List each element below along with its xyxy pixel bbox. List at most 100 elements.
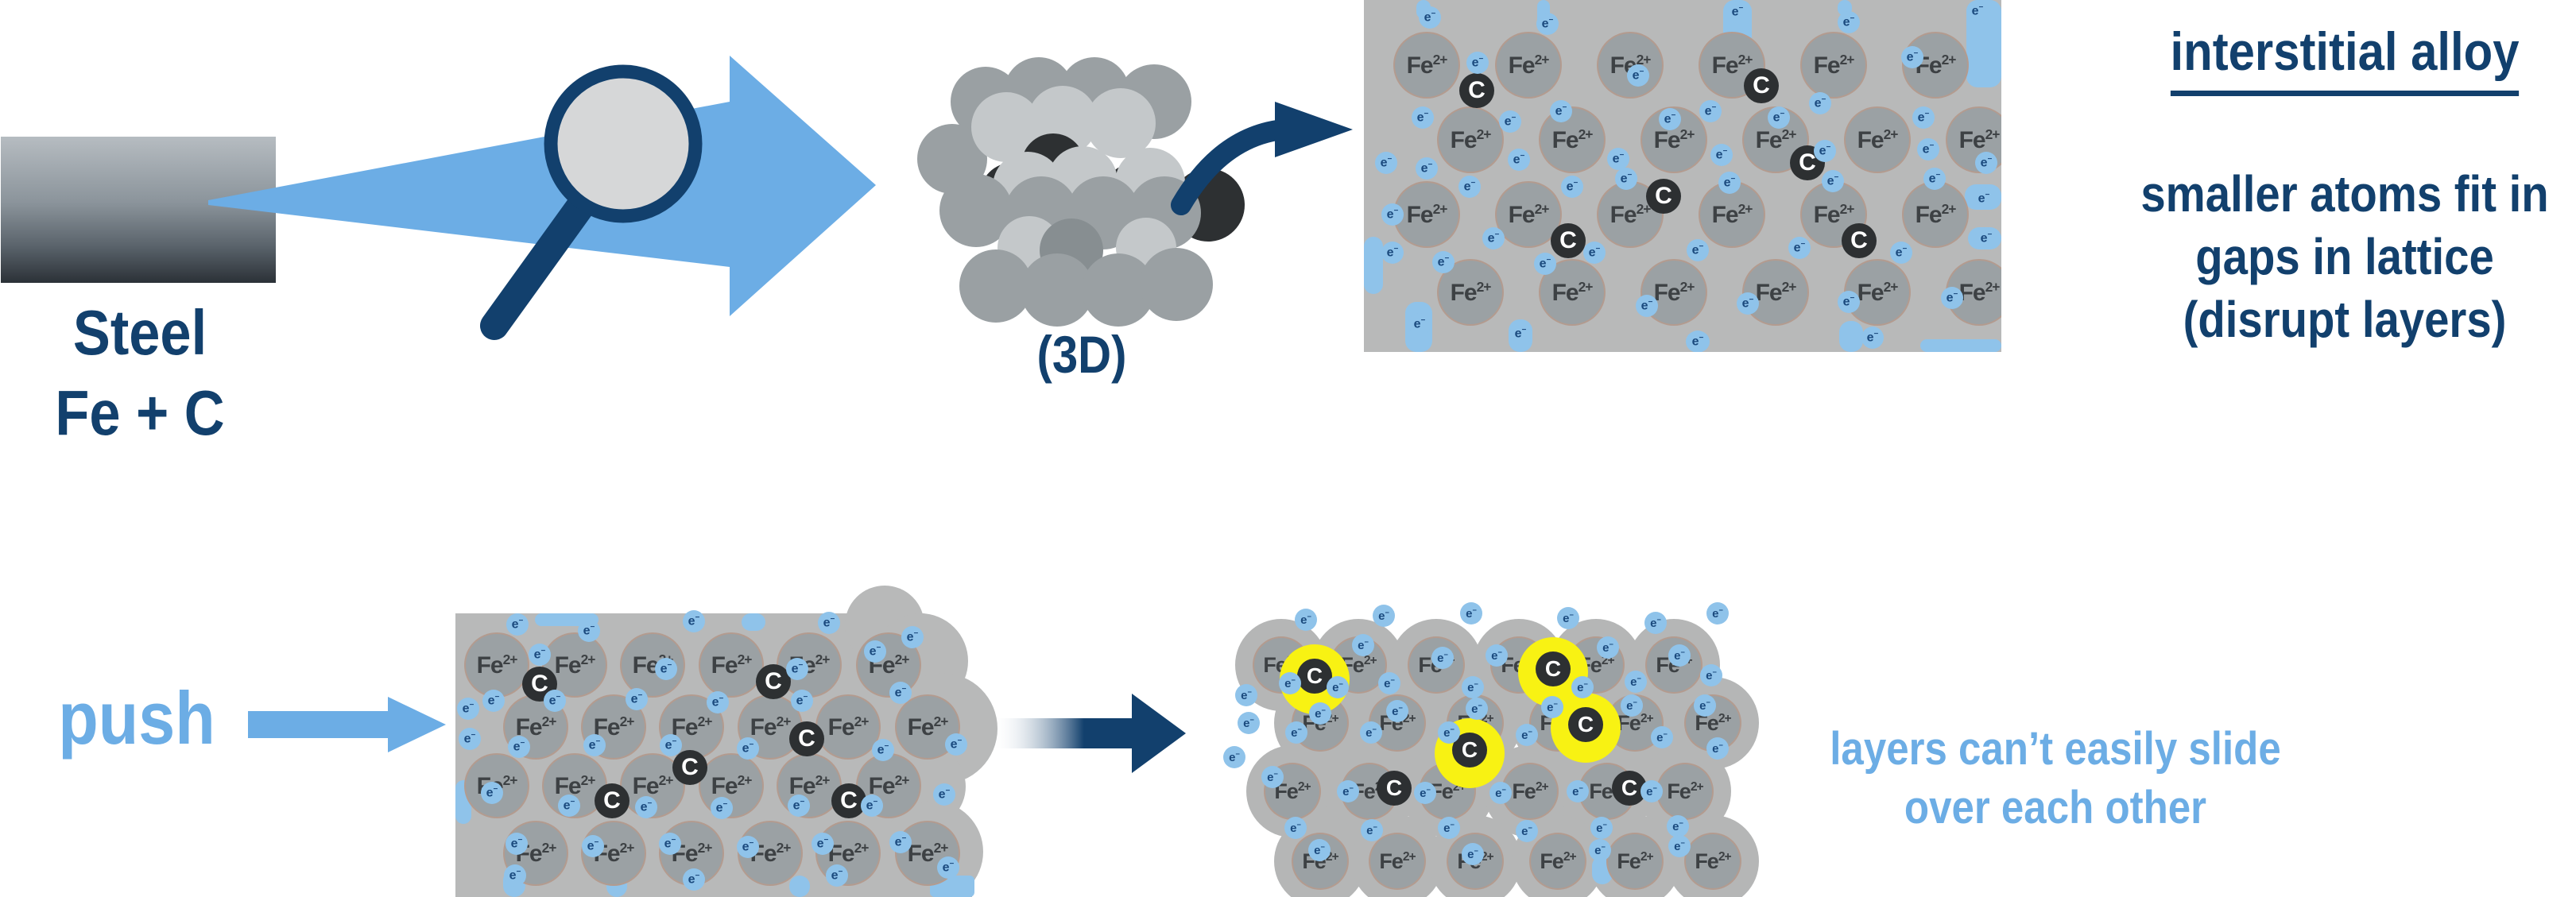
electron: e−	[1571, 676, 1594, 698]
electron: e−	[1482, 227, 1505, 249]
carbon-atom: C	[1568, 707, 1603, 742]
electron-streak	[742, 613, 765, 631]
steel-bar	[1, 137, 276, 283]
interstitial-alloy-title: interstitial alloy	[2170, 21, 2520, 96]
electron: e−	[1912, 106, 1935, 129]
electron: e−	[1567, 780, 1589, 802]
electron: e−	[1337, 780, 1359, 802]
carbon-atom: C	[595, 783, 629, 818]
fe-ion: Fe2+	[895, 821, 960, 886]
electron: e−	[1466, 698, 1488, 720]
electron: e−	[1327, 676, 1349, 698]
electron: e−	[1597, 636, 1619, 659]
electron: e−	[889, 682, 912, 704]
electron-streak	[1920, 339, 2001, 352]
electron: e−	[1615, 168, 1637, 190]
electron: e−	[1373, 605, 1395, 627]
electron: e−	[1975, 227, 1997, 249]
electron: e−	[1668, 644, 1691, 667]
electron: e−	[683, 868, 705, 891]
electron: e−	[1583, 242, 1606, 264]
carbon-atom: C	[789, 721, 824, 756]
electron: e−	[1361, 819, 1383, 841]
cluster-sphere-mid	[959, 249, 1032, 323]
fe-ion: Fe2+	[1529, 833, 1586, 890]
electron: e−	[1386, 700, 1408, 722]
electron: e−	[1726, 1, 1749, 23]
electron: e−	[1822, 170, 1844, 192]
electron: e−	[1375, 152, 1397, 174]
electron: e−	[1700, 664, 1722, 686]
electron: e−	[1975, 152, 1997, 174]
slide-caption: layers can’t easily slide over each othe…	[1803, 720, 2307, 837]
fe-ion: Fe2+	[1393, 32, 1460, 99]
electron: e−	[1408, 313, 1431, 335]
fe-ion: Fe2+	[1902, 181, 1969, 248]
electron: e−	[1917, 138, 1939, 160]
electron: e−	[786, 658, 808, 680]
electron: e−	[1360, 721, 1382, 744]
electron: e−	[1462, 676, 1484, 698]
push-label: push	[58, 676, 215, 760]
fe-ion: Fe2+	[699, 632, 764, 698]
electron: e−	[1509, 323, 1532, 345]
steel-label: Steel Fe + C	[29, 292, 250, 453]
electron: e−	[1966, 0, 1989, 22]
electron: e−	[945, 733, 967, 756]
electron: e−	[1261, 766, 1284, 788]
fe-ion: Fe2+	[1539, 259, 1606, 326]
electron: e−	[659, 833, 681, 855]
electron: e−	[508, 736, 530, 758]
electron: e−	[506, 613, 529, 636]
right-text-line2: gaps in lattice	[2195, 228, 2494, 285]
electron: e−	[1838, 291, 1860, 313]
electron: e−	[1279, 672, 1301, 694]
electron: e−	[864, 640, 886, 663]
fe-ion: Fe2+	[738, 821, 803, 886]
cluster-sphere-mid	[1140, 248, 1213, 321]
electron: e−	[1706, 602, 1729, 624]
carbon-atom: C	[1790, 145, 1825, 180]
electron: e−	[529, 644, 551, 666]
electron: e−	[791, 690, 813, 712]
right-text-line1: smaller atoms fit in	[2140, 165, 2549, 222]
carbon-atom: C	[1536, 651, 1571, 686]
electron: e−	[1223, 746, 1245, 768]
electron: e−	[1590, 817, 1613, 839]
electron: e−	[1466, 52, 1489, 74]
electron: e−	[737, 836, 759, 858]
electron: e−	[1460, 602, 1482, 624]
fe-ion: Fe2+	[464, 632, 529, 698]
electron: e−	[635, 796, 657, 818]
fe-ion: Fe2+	[1539, 106, 1606, 173]
electron: e−	[1923, 168, 1946, 190]
electron: e−	[1414, 782, 1436, 804]
electron: e−	[812, 833, 834, 855]
caption-line2: over each other	[1904, 782, 2207, 833]
electron: e−	[1687, 331, 1709, 352]
electron: e−	[1625, 671, 1647, 693]
electron: e−	[578, 620, 600, 642]
electron: e−	[1516, 820, 1538, 842]
electron: e−	[1621, 694, 1643, 717]
electron: e−	[1381, 242, 1404, 264]
electron: e−	[1432, 251, 1455, 273]
electron: e−	[683, 610, 705, 632]
electron: e−	[1668, 835, 1691, 857]
electron: e−	[582, 835, 604, 857]
electron: e−	[1941, 287, 1963, 309]
electron: e−	[1694, 694, 1716, 717]
electron: e−	[711, 797, 733, 819]
electron: e−	[788, 795, 810, 817]
electron: e−	[544, 690, 566, 712]
electron: e−	[1516, 724, 1538, 746]
electron: e−	[655, 658, 677, 680]
electron: e−	[1737, 292, 1759, 315]
carbon-atom: C	[1744, 68, 1779, 103]
electron: e−	[1561, 176, 1583, 198]
right-text-line3: (disrupt layers)	[2183, 291, 2507, 348]
